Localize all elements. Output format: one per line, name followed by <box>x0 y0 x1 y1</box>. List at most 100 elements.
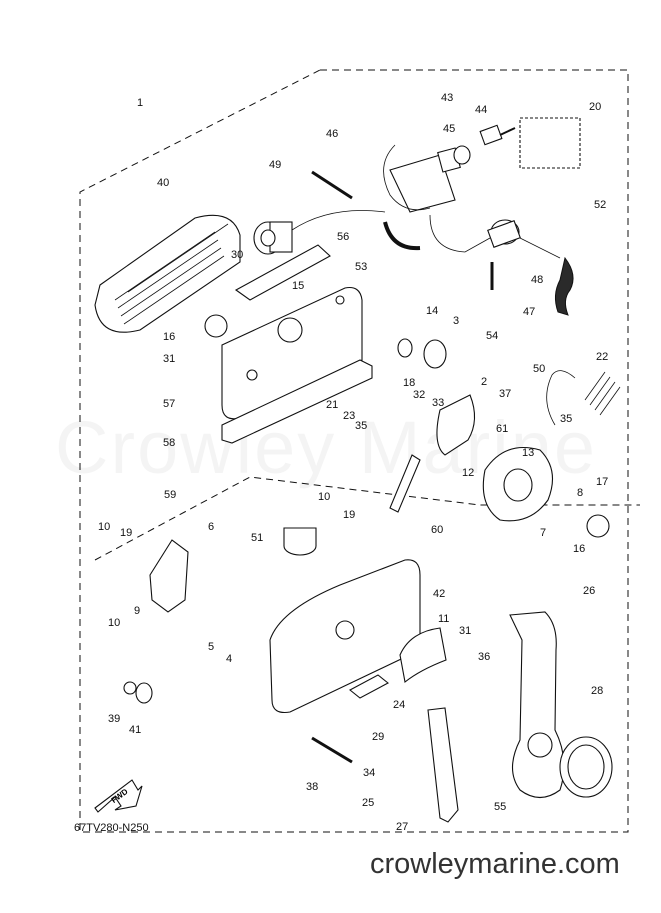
callout-21[interactable]: 21 <box>326 399 338 411</box>
callout-23[interactable]: 23 <box>343 410 355 422</box>
callout-4[interactable]: 4 <box>226 653 232 665</box>
callout-35b[interactable]: 35 <box>560 413 572 425</box>
callout-10a[interactable]: 10 <box>98 521 110 533</box>
callout-48[interactable]: 48 <box>531 274 543 286</box>
disc-washer-part <box>135 682 153 704</box>
callout-22[interactable]: 22 <box>596 351 608 363</box>
shift-plate-part <box>149 539 189 613</box>
callout-14[interactable]: 14 <box>426 305 438 317</box>
callout-38[interactable]: 38 <box>306 781 318 793</box>
callout-32[interactable]: 32 <box>413 389 425 401</box>
callout-47[interactable]: 47 <box>523 306 535 318</box>
cap-disk-part <box>559 736 613 798</box>
lever-arm-part <box>389 454 421 513</box>
callout-40[interactable]: 40 <box>157 177 169 189</box>
callout-3[interactable]: 3 <box>453 315 459 327</box>
callout-10c[interactable]: 10 <box>318 491 330 503</box>
callout-20[interactable]: 20 <box>589 101 601 113</box>
callout-42[interactable]: 42 <box>433 588 445 600</box>
bracket-plate-part <box>234 244 331 301</box>
callout-10b[interactable]: 10 <box>108 617 120 629</box>
wire-clip-part <box>383 221 421 251</box>
forward-direction-arrow-icon: FWD <box>94 779 143 813</box>
callout-19a[interactable]: 19 <box>120 527 132 539</box>
callout-45[interactable]: 45 <box>443 123 455 135</box>
callout-30[interactable]: 30 <box>231 249 243 261</box>
callout-43[interactable]: 43 <box>441 92 453 104</box>
callout-54[interactable]: 54 <box>486 330 498 342</box>
callout-5[interactable]: 5 <box>208 641 214 653</box>
long-bolt-part <box>311 736 353 764</box>
callout-9[interactable]: 9 <box>134 605 140 617</box>
callout-16a[interactable]: 16 <box>163 331 175 343</box>
vent-cover-part <box>94 214 241 333</box>
callout-37[interactable]: 37 <box>499 388 511 400</box>
washer-part <box>397 338 413 358</box>
callout-31a[interactable]: 31 <box>163 353 175 365</box>
connector-plug-part <box>253 210 386 255</box>
callout-46[interactable]: 46 <box>326 128 338 140</box>
callout-28[interactable]: 28 <box>591 685 603 697</box>
callout-33[interactable]: 33 <box>432 397 444 409</box>
control-housing-part <box>269 559 421 714</box>
callout-26[interactable]: 26 <box>583 585 595 597</box>
part-callouts: 1 2 3 4 5 6 7 8 9 10 10 10 11 12 13 14 1… <box>98 92 608 833</box>
neutral-switch-wire-part <box>546 370 576 426</box>
callout-51[interactable]: 51 <box>251 532 263 544</box>
callout-16b[interactable]: 16 <box>573 543 585 555</box>
callout-50[interactable]: 50 <box>533 363 545 375</box>
callout-39[interactable]: 39 <box>108 713 120 725</box>
callout-58[interactable]: 58 <box>163 437 175 449</box>
callout-41[interactable]: 41 <box>129 724 141 736</box>
spring-part <box>584 371 621 416</box>
gear-part <box>423 339 447 369</box>
callout-2[interactable]: 2 <box>481 376 487 388</box>
callout-35a[interactable]: 35 <box>355 420 367 432</box>
callout-53[interactable]: 53 <box>355 261 367 273</box>
buzzer-part <box>283 527 317 556</box>
callout-1[interactable]: 1 <box>137 97 143 109</box>
lanyard-switch-part <box>487 219 574 316</box>
bushing-part <box>204 314 228 338</box>
lever-plate-part <box>436 394 476 456</box>
callout-59[interactable]: 59 <box>164 489 176 501</box>
callout-31b[interactable]: 31 <box>459 625 471 637</box>
callout-25[interactable]: 25 <box>362 797 374 809</box>
callout-52[interactable]: 52 <box>594 199 606 211</box>
site-url-link[interactable]: crowleymarine.com <box>370 848 620 880</box>
cover-strip-part <box>221 359 373 444</box>
nut-part <box>123 681 137 695</box>
figure-code: 67TV280-N250 <box>74 822 149 834</box>
callout-7[interactable]: 7 <box>540 527 546 539</box>
callout-60[interactable]: 60 <box>431 524 443 536</box>
callout-8[interactable]: 8 <box>577 487 583 499</box>
callout-17[interactable]: 17 <box>596 476 608 488</box>
callout-61[interactable]: 61 <box>496 423 508 435</box>
callout-11[interactable]: 11 <box>438 613 449 625</box>
callout-18[interactable]: 18 <box>403 377 415 389</box>
callout-56[interactable]: 56 <box>337 231 349 243</box>
callout-27[interactable]: 27 <box>396 821 408 833</box>
callout-57[interactable]: 57 <box>163 398 175 410</box>
main-switch-part <box>383 144 491 253</box>
callout-6[interactable]: 6 <box>208 521 214 533</box>
callout-24[interactable]: 24 <box>393 699 405 711</box>
rod-part <box>311 170 353 200</box>
callout-44[interactable]: 44 <box>475 104 487 116</box>
callout-15[interactable]: 15 <box>292 280 304 292</box>
cam-part <box>399 627 447 684</box>
callout-12[interactable]: 12 <box>462 467 474 479</box>
callout-13[interactable]: 13 <box>522 447 534 459</box>
control-handle-part <box>509 611 565 799</box>
callout-34[interactable]: 34 <box>363 767 375 779</box>
assembly-boundary <box>79 69 629 833</box>
cover-cap-part <box>349 674 389 699</box>
callout-55[interactable]: 55 <box>494 801 506 813</box>
subassembly-boundary <box>94 476 640 561</box>
callout-36[interactable]: 36 <box>478 651 490 663</box>
callout-29[interactable]: 29 <box>372 731 384 743</box>
callout-19b[interactable]: 19 <box>343 509 355 521</box>
callout-49[interactable]: 49 <box>269 159 281 171</box>
throttle-arm-part <box>427 707 459 823</box>
